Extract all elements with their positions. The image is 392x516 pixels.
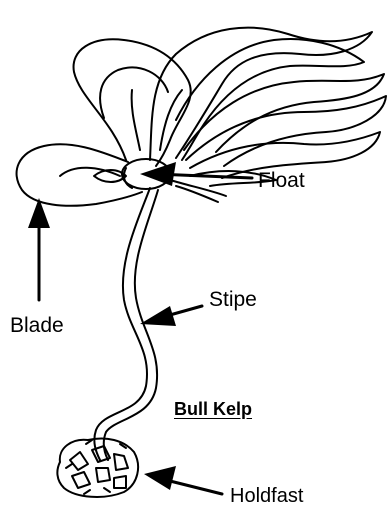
- stipe-arrow-head: [140, 306, 176, 326]
- blade-frond-left-inner: [60, 168, 120, 176]
- holdfast: [57, 439, 138, 497]
- holdfast-texture-4: [72, 472, 90, 488]
- holdfast-arrow-head: [144, 466, 176, 490]
- blades: [17, 28, 386, 206]
- blade-strand-a: [132, 90, 140, 150]
- diagram-title: Bull Kelp: [174, 400, 252, 418]
- float-arrow-head: [140, 162, 176, 186]
- holdfast-texture-5: [96, 468, 110, 482]
- blade-strand-b: [160, 90, 182, 150]
- stipe-right-edge: [104, 190, 158, 460]
- blade-trail: [176, 186, 218, 202]
- stipe-label: Stipe: [209, 289, 257, 310]
- blade-frond-1-inner: [100, 67, 168, 118]
- holdfast-label: Holdfast: [230, 486, 303, 506]
- holdfast-texture-6: [114, 476, 126, 488]
- holdfast-texture-3: [114, 454, 128, 470]
- blade-label: Blade: [10, 315, 64, 336]
- holdfast-texture-1: [70, 452, 88, 470]
- float-label: Float: [258, 170, 305, 191]
- holdfast-texture-2: [92, 446, 110, 462]
